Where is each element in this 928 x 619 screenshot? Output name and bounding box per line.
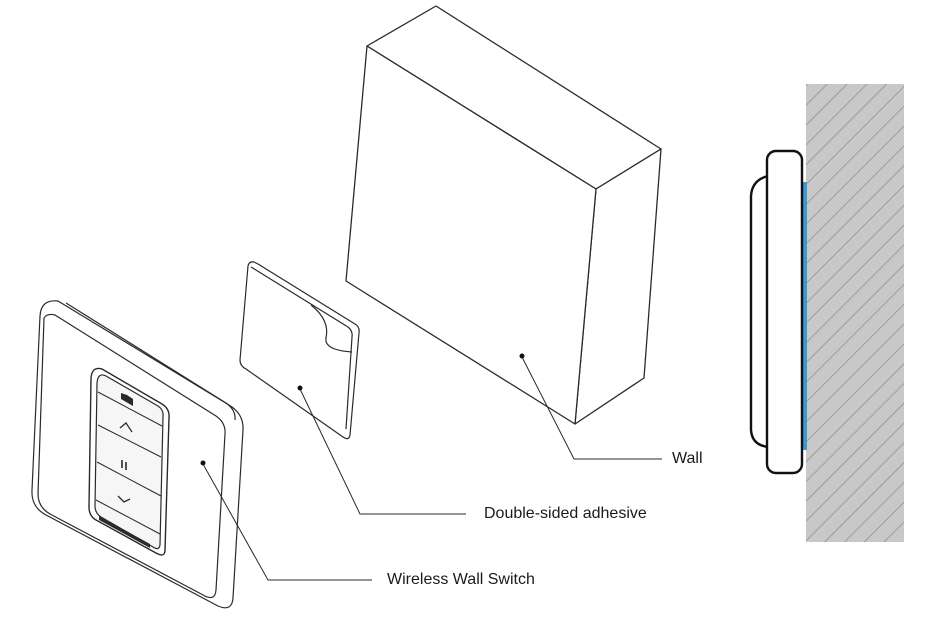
side-view-wall [806,84,904,542]
home-icon [121,393,133,406]
adhesive-pad [239,261,360,440]
brand-logo-strip [99,516,150,548]
leader-wall [521,356,662,460]
leader-dot-wall [519,353,525,359]
wall-label: Wall [672,450,703,467]
leader-dot-adhesive [297,385,303,391]
pause-icon [121,460,127,470]
adhesive-label: Double-sided adhesive [484,505,647,522]
wireless-wall-switch [31,300,244,609]
leader-dot-switch [200,460,206,466]
wall-block [345,5,662,425]
side-view-adhesive [800,182,807,450]
leader-adhesive [299,388,466,515]
down-arrow-icon [117,495,131,503]
leader-switch [202,463,372,581]
up-arrow-icon [119,422,133,433]
side-view-switch [749,149,804,475]
wireless-wall-switch-label: Wireless Wall Switch [387,571,535,588]
